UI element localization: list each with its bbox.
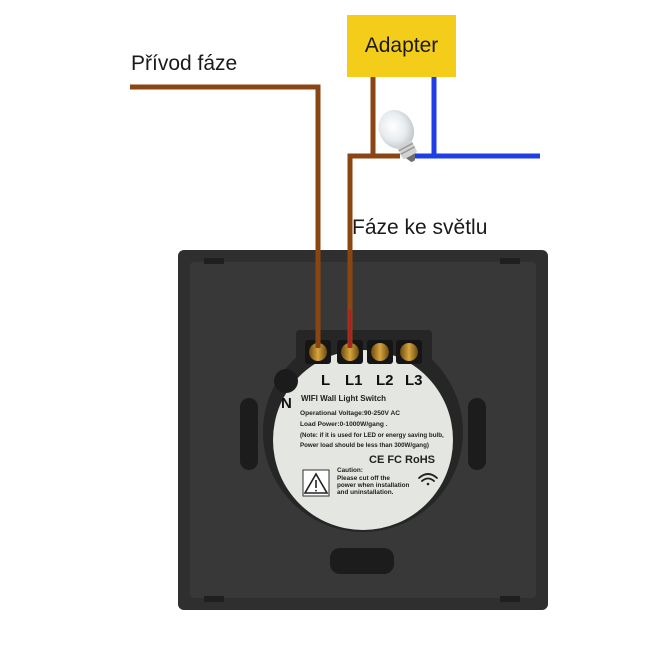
label-plate: [273, 350, 453, 530]
body-notch: [500, 596, 520, 602]
terminal-screw: [371, 343, 389, 361]
caution-line: and uninstallation.: [337, 489, 394, 496]
caution-line: power when installation: [337, 482, 410, 489]
lamp-phase-wire: [347, 77, 376, 348]
spec-line: Power load should be less than 300W/gang…: [300, 442, 429, 449]
mount-slot: [468, 398, 486, 470]
bottom-clip: [330, 548, 394, 574]
terminal-screw: [400, 343, 418, 361]
terminal-label-l: L: [321, 372, 331, 389]
terminal-screw: [309, 343, 327, 361]
neutral-wire: [431, 77, 540, 159]
terminal-label-l3: L3: [405, 372, 423, 389]
supply-phase-label: Přívod fáze: [131, 52, 238, 75]
terminal-screw: [341, 343, 359, 361]
warning-icon: [302, 469, 330, 497]
terminal-label-n: N: [281, 395, 292, 412]
supply-phase-wire: [130, 84, 321, 348]
wifi-icon: [418, 473, 438, 486]
body-notch: [204, 258, 224, 264]
spec-line: (Note: if it is used for LED or energy s…: [300, 432, 444, 439]
terminal-label-l2: L2: [376, 372, 394, 389]
terminal-label-l1: L1: [345, 372, 363, 389]
adapter-box: Adapter: [347, 15, 456, 77]
body-notch: [500, 258, 520, 264]
bulb-icon: [378, 110, 417, 163]
lamp-phase-label: Fáze ke světlu: [352, 216, 488, 239]
caution-line: Please cut off the: [337, 475, 390, 482]
adapter-label: Adapter: [364, 34, 439, 57]
spec-line: Load Power:0-1000W/gang .: [300, 421, 388, 428]
screw-hole: [274, 369, 298, 393]
certification-marks: CE FC RoHS: [369, 454, 435, 466]
body-notch: [204, 596, 224, 602]
mount-slot: [240, 398, 258, 470]
spec-line: Operational Voltage:90-250V AC: [300, 410, 401, 417]
device-title: WIFI Wall Light Switch: [301, 394, 387, 403]
caution-line: Caution:: [337, 467, 363, 474]
